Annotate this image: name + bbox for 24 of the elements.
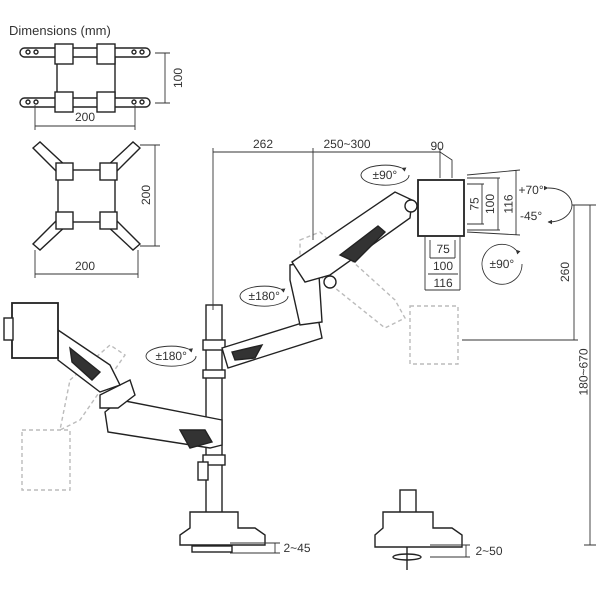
dimension-label: 75 <box>436 243 450 255</box>
dimension-label: 260 <box>559 262 572 282</box>
dimension-label: ±180° <box>156 350 187 362</box>
dimension-label: 200 <box>75 111 96 123</box>
dimension-label: -45° <box>520 210 542 222</box>
dimension-label: ±90° <box>490 258 514 270</box>
dimension-label: 180~670 <box>577 348 590 396</box>
heading: Dimensions (mm) <box>9 24 111 36</box>
dimension-label: 250~300 <box>324 138 371 150</box>
dimension-label: 200 <box>140 184 152 206</box>
dimension-label: +70° <box>518 184 544 196</box>
dimension-label: 100 <box>484 194 496 214</box>
dimension-label: 100 <box>433 260 454 272</box>
dimension-label: 2~50 <box>476 545 503 557</box>
dimension-label: 116 <box>502 194 514 214</box>
dimension-label: 100 <box>172 68 184 88</box>
dimension-label: ±90° <box>372 169 398 181</box>
dimension-label: 116 <box>434 277 453 289</box>
dimension-label: 262 <box>253 138 274 150</box>
dimension-label: ±180° <box>248 290 280 302</box>
dimension-label: 200 <box>75 260 96 272</box>
dimension-label: 90 <box>430 140 444 152</box>
dimension-label: 75 <box>468 197 480 211</box>
dimension-label: 2~45 <box>284 542 311 554</box>
